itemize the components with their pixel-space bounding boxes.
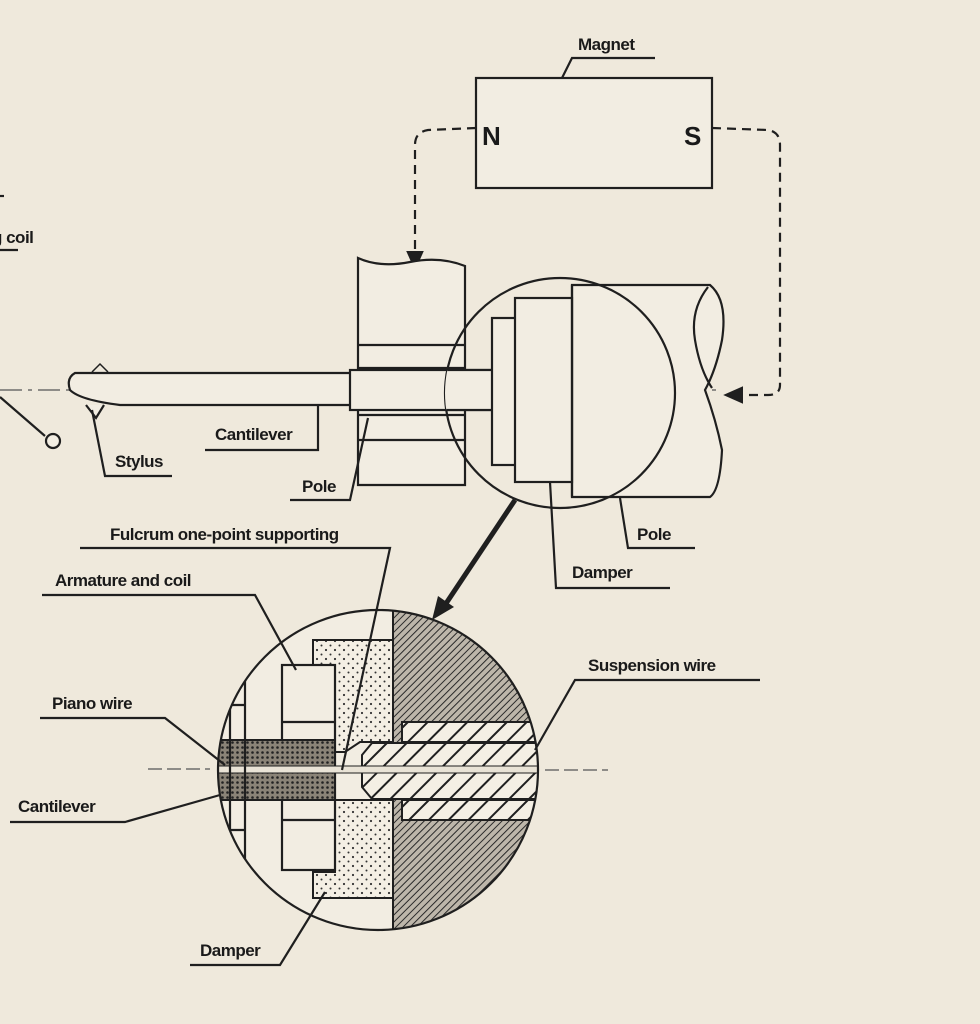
- cantilever-label-bottom: Cantilever: [18, 797, 96, 816]
- piano-wire-label: Piano wire: [52, 694, 132, 713]
- damper-block: [513, 296, 574, 484]
- fulcrum-label: Fulcrum one-point supporting: [110, 525, 339, 544]
- terminal-circle: [44, 432, 62, 450]
- magnify-arrow: [442, 498, 518, 607]
- partial-leader: [0, 396, 46, 437]
- magnet-label: Magnet: [578, 35, 635, 54]
- cantilever: [67, 371, 357, 407]
- north-pole-label: N: [482, 121, 500, 151]
- armature-block: [490, 316, 518, 467]
- right-pole: [570, 283, 725, 499]
- stylus-tip: [85, 404, 105, 420]
- suspension-wire-label: Suspension wire: [588, 656, 716, 675]
- damper-label-top: Damper: [572, 563, 633, 582]
- magnet-leader: [561, 56, 655, 79]
- pole-right-label: Pole: [637, 525, 671, 544]
- armature-label: Armature and coil: [55, 571, 191, 590]
- pole-left-label: Pole: [302, 477, 336, 496]
- coil-label-partial: g coil: [0, 228, 33, 247]
- stylus-label: Stylus: [115, 452, 163, 471]
- flux-path-north: [406, 126, 477, 271]
- magnet: N S: [474, 76, 714, 190]
- magnified-detail: [218, 610, 538, 930]
- flux-path-south: [711, 126, 782, 404]
- south-pole-label: S: [684, 121, 701, 151]
- cantilever-label: Cantilever: [215, 425, 293, 444]
- damper-label-bottom: Damper: [200, 941, 261, 960]
